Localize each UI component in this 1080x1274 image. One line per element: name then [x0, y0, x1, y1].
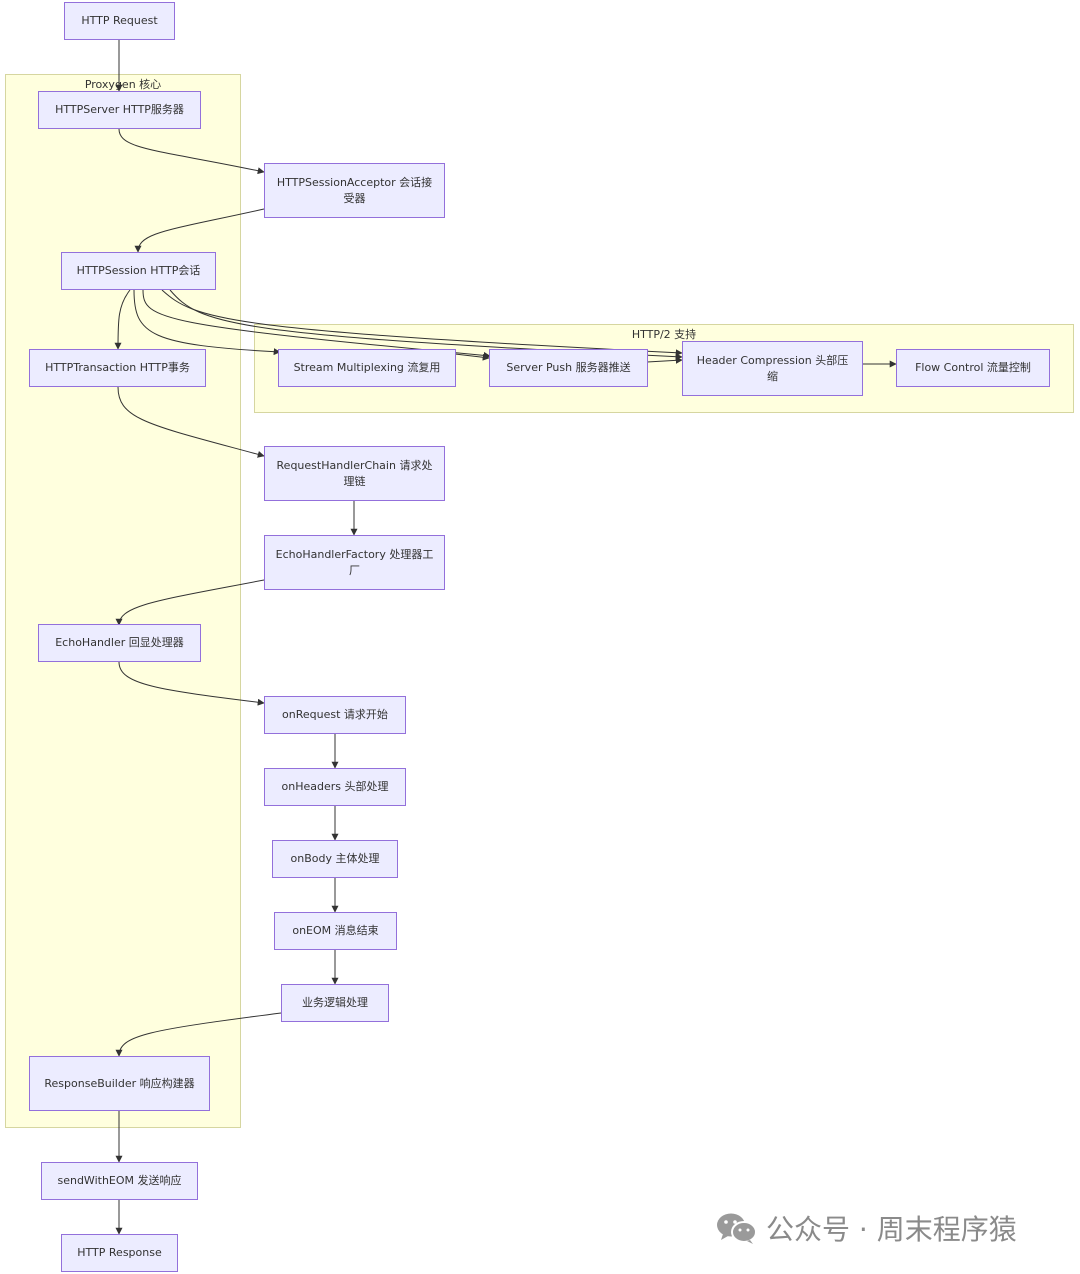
edge-multiplexing-to-push — [454, 353, 490, 361]
edge-session-to-multiplexing — [133, 289, 281, 356]
node-on-eom: onEOM 消息结束 — [274, 912, 397, 950]
edge-push-to-compression — [646, 356, 683, 364]
node-flow-control: Flow Control 流量控制 — [896, 349, 1050, 387]
node-http-request: HTTP Request — [64, 2, 175, 40]
node-stream-multiplexing: Stream Multiplexing 流复用 — [278, 349, 456, 387]
edge-transaction-to-chain — [117, 386, 265, 458]
edge-session-to-transaction — [114, 289, 131, 350]
edge-acceptor-to-session — [134, 208, 265, 253]
edge-logic-to-builder — [115, 1012, 282, 1057]
node-response-builder: ResponseBuilder 响应构建器 — [29, 1056, 210, 1111]
node-header-compression: Header Compression 头部压缩 — [682, 341, 863, 396]
node-http-server: HTTPServer HTTP服务器 — [38, 91, 201, 129]
cluster-label-proxygen-core: Proxygen 核心 — [84, 78, 162, 91]
cluster-label-http2-support: HTTP/2 支持 — [631, 328, 697, 341]
node-session-acceptor: HTTPSessionAcceptor 会话接受器 — [264, 163, 445, 218]
node-on-request: onRequest 请求开始 — [264, 696, 406, 734]
edge-factory-to-echo — [115, 579, 265, 626]
node-echo-handler: EchoHandler 回显处理器 — [38, 624, 201, 662]
node-server-push: Server Push 服务器推送 — [489, 349, 648, 387]
edge-session-to-push — [142, 289, 491, 359]
node-business-logic: 业务逻辑处理 — [281, 984, 389, 1022]
node-http-session: HTTPSession HTTP会话 — [61, 252, 216, 290]
wechat-icon — [717, 1213, 757, 1244]
edge-server-to-acceptor — [118, 128, 265, 175]
node-on-body: onBody 主体处理 — [272, 840, 398, 878]
edge-echo-to-onrequest — [118, 661, 265, 706]
node-echo-handler-factory: EchoHandlerFactory 处理器工厂 — [264, 535, 445, 590]
cluster-proxygen-core — [5, 74, 241, 1128]
watermark: 公众号 · 周末程序猿 — [716, 1208, 1017, 1248]
node-request-handler-chain: RequestHandlerChain 请求处理链 — [264, 446, 445, 501]
node-send-with-eom: sendWithEOM 发送响应 — [41, 1162, 198, 1200]
watermark-text: 公众号 · 周末程序猿 — [766, 1213, 1017, 1246]
edge-session-to-compression-2 — [169, 289, 683, 361]
edge-session-to-compression — [161, 289, 683, 357]
node-http-transaction: HTTPTransaction HTTP事务 — [29, 349, 206, 387]
node-on-headers: onHeaders 头部处理 — [264, 768, 406, 806]
node-http-response: HTTP Response — [61, 1234, 178, 1272]
